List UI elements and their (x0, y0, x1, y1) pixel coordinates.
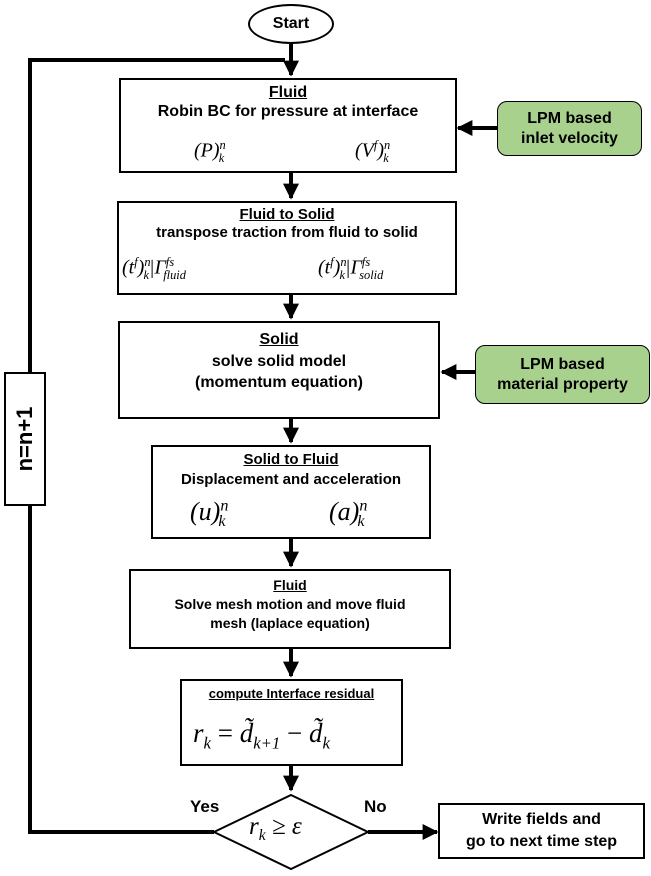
mesh-motion-box: Fluid Solve mesh motion and move fluid m… (129, 569, 451, 649)
fluid-to-solid-box: Fluid to Solid transpose traction from f… (117, 201, 457, 295)
convergence-condition: rk ≥ ε (249, 813, 302, 844)
mesh-motion-line2: mesh (laplace equation) (210, 614, 370, 631)
velocity-expression: (Vf)nk (355, 138, 391, 165)
fluid-step-text: Robin BC for pressure at interface (157, 103, 419, 121)
pressure-expression: (P)nk (194, 138, 226, 165)
displacement-expression: (u)nk (190, 497, 229, 531)
mesh-motion-line1: Solve mesh motion and move fluid (174, 595, 406, 612)
solid-step-line2: (momentum equation) (195, 374, 363, 392)
write-fields-line2: go to next time step (465, 833, 618, 850)
write-fields-line1: Write fields and (482, 811, 601, 829)
start-label: Start (272, 15, 310, 32)
yes-label: Yes (190, 797, 220, 816)
solid-to-fluid-box: Solid to Fluid Displacement and accelera… (151, 445, 431, 539)
no-label: No (364, 797, 387, 816)
fluid-step-box: Fluid Robin BC for pressure at interface (119, 78, 457, 173)
write-fields-box: Write fields and go to next time step (438, 803, 645, 859)
fluid-step-title: Fluid (268, 84, 308, 101)
start-node: Start (248, 4, 334, 44)
solid-to-fluid-title: Solid to Fluid (243, 451, 339, 468)
fluid-traction-expression: (tf)nk|Γfsfluid (122, 255, 186, 282)
solid-to-fluid-text: Displacement and acceleration (180, 470, 402, 488)
loop-counter-box: n=n+1 (4, 372, 46, 506)
solid-step-box: Solid solve solid model (momentum equati… (118, 321, 440, 419)
lpm-material-property-box: LPM based material property (475, 345, 650, 404)
interface-residual-box: compute Interface residual (180, 679, 403, 766)
mesh-motion-title: Fluid (273, 577, 307, 593)
decision-diamond (211, 793, 371, 871)
solid-step-title: Solid (259, 331, 299, 348)
fluid-to-solid-title: Fluid to Solid (239, 206, 335, 223)
acceleration-expression: (a)nk (329, 497, 368, 531)
lpm-inlet-velocity-line2: inlet velocity (521, 129, 618, 147)
interface-residual-title: compute Interface residual (208, 686, 375, 701)
lpm-material-property-line1: LPM based (520, 355, 605, 373)
residual-equation: rk = d̃k+1 − d̃k (193, 718, 330, 753)
lpm-inlet-velocity-line1: LPM based (527, 109, 612, 127)
fluid-to-solid-text: transpose traction from fluid to solid (156, 224, 418, 241)
solid-traction-expression: (tf)nk|Γfssolid (318, 255, 384, 282)
lpm-inlet-velocity-box: LPM based inlet velocity (497, 101, 642, 156)
loop-counter-label: n=n+1 (12, 406, 37, 472)
lpm-material-property-line2: material property (497, 375, 628, 393)
solid-step-line1: solve solid model (211, 352, 347, 370)
